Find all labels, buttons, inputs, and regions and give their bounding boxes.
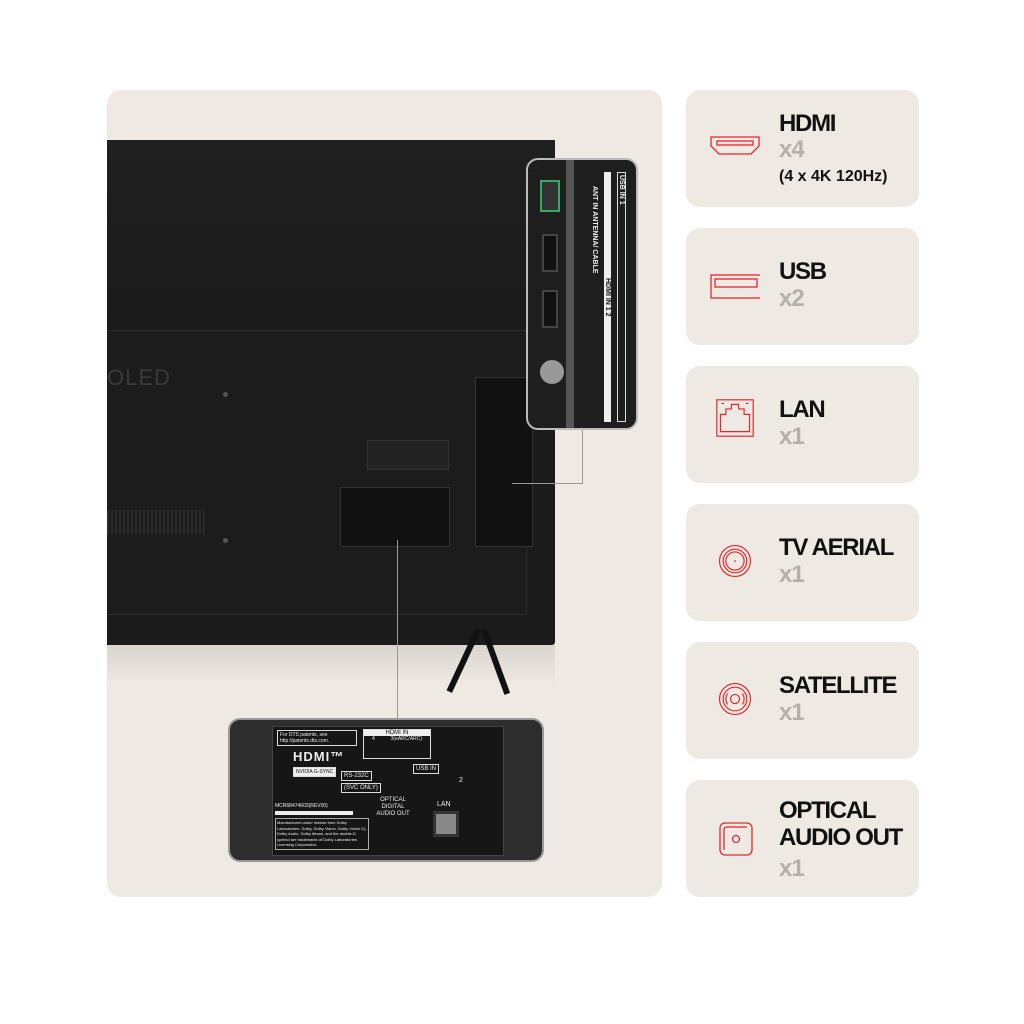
callout-line <box>582 427 583 484</box>
callout-line <box>397 540 398 720</box>
hdmi-port-2 <box>542 290 558 328</box>
usb-label: USB IN 1 <box>617 172 626 422</box>
port-count: x2 <box>779 285 805 312</box>
lan-icon <box>716 399 754 437</box>
lan-label: LAN <box>437 801 451 808</box>
callout-line <box>512 483 582 484</box>
hdmi-port-3-label: 3(eARC/ARC) <box>390 736 423 742</box>
port-title: LAN <box>779 396 826 423</box>
hdmi-port-4-label: 4 <box>371 736 375 742</box>
patent-note: For DTS patents, see http://patents.dts.… <box>277 730 357 746</box>
optical-icon <box>719 822 753 856</box>
rs232-label: RS-232C <box>341 771 372 781</box>
port-count: x1 <box>779 699 805 726</box>
port-card-satellite: SATELLITE x1 <box>686 642 919 759</box>
antenna-label: ANT IN ANTENNA/ CABLE <box>591 186 598 274</box>
hdmi-logo: HDMI™ <box>293 749 345 764</box>
tv-upper-back <box>107 140 555 330</box>
port-card-lan: LAN x1 <box>686 366 919 483</box>
port-title: OPTICAL AUDIO OUT <box>779 797 903 851</box>
port-count: x4 <box>779 136 805 163</box>
side-ports-zoom: USB IN 1 HDMI IN 1 2 ANT IN ANTENNA/ CAB… <box>526 158 638 430</box>
port-count: x1 <box>779 423 805 450</box>
brand-text: OLED <box>107 365 171 390</box>
satellite-icon <box>718 682 752 716</box>
port-title: SATELLITE <box>779 672 897 699</box>
antenna-port <box>540 360 564 384</box>
port-note: (4 x 4K 120Hz) <box>779 168 888 185</box>
port-title: USB <box>779 258 827 285</box>
rear-port-area <box>340 487 450 547</box>
model-code: MCR68474603(REV00) <box>275 803 328 809</box>
side-port-area <box>475 377 533 547</box>
screw <box>223 392 228 397</box>
rear-ports-zoom: For DTS patents, see http://patents.dts.… <box>228 718 544 862</box>
port-card-usb: USB x2 <box>686 228 919 345</box>
hdmi-icon <box>710 136 760 155</box>
dolby-note: Manufactured under license from Dolby La… <box>275 818 369 850</box>
vent-grille <box>107 510 207 534</box>
port-title: HDMI <box>779 110 836 137</box>
hdmi-in-label: HDMI IN <box>364 730 430 736</box>
hdmi-label: HDMI IN 1 2 <box>604 172 611 422</box>
tv-back: OLED <box>107 140 555 645</box>
port-title: TV AERIAL <box>779 534 894 561</box>
screw <box>223 538 228 543</box>
tv-lower-back <box>107 330 527 615</box>
usb-label: USB IN <box>413 764 440 774</box>
port-count: x1 <box>779 855 805 882</box>
usb-icon <box>710 274 760 299</box>
label-plate <box>367 440 449 470</box>
floor-shadow <box>107 645 555 685</box>
port-card-hdmi: HDMI x4 (4 x 4K 120Hz) <box>686 90 919 207</box>
hdmi-port-1 <box>542 234 558 272</box>
optical-label: OPTICAL DIGITAL AUDIO OUT <box>376 797 410 817</box>
gsync-badge: NVIDIA G-SYNC <box>293 767 337 777</box>
port-card-optical: OPTICAL AUDIO OUT x1 <box>686 780 919 897</box>
tv-rear-panel: OLED USB IN 1 HDMI IN 1 2 ANT IN ANTENNA… <box>107 90 662 897</box>
rs232-sub: (SVC ONLY) <box>341 783 381 793</box>
port-count: x1 <box>779 561 805 588</box>
usb-port <box>540 180 560 212</box>
tv-aerial-icon <box>718 544 752 578</box>
port-card-tv-aerial: TV AERIAL x1 <box>686 504 919 621</box>
usb-number: 2 <box>459 777 463 784</box>
lan-port <box>433 811 459 837</box>
